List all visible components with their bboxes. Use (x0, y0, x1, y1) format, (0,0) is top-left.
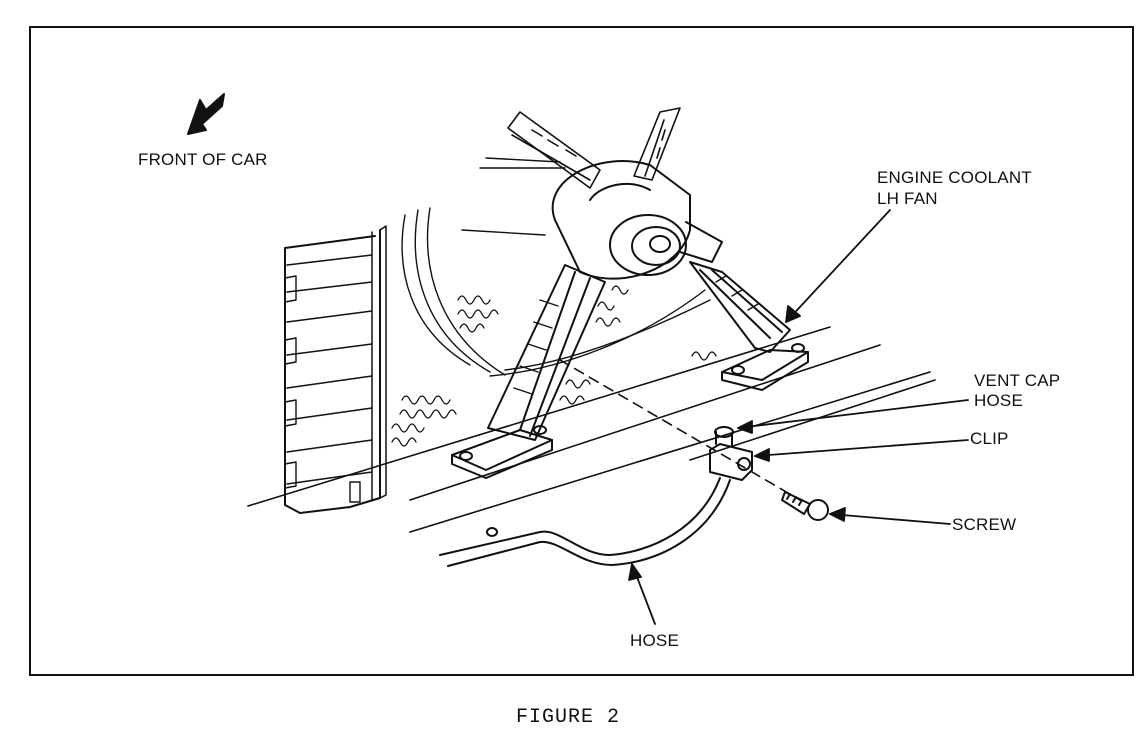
fan-shroud (401, 157, 711, 377)
figure-frame (29, 26, 1134, 676)
front-direction-arrow-icon (187, 93, 225, 135)
hose (439, 477, 731, 567)
fan-motor (551, 160, 723, 280)
screw (781, 491, 829, 521)
hose-label: HOSE (630, 631, 679, 650)
shroud-shading (391, 285, 717, 447)
engine-coolant-fan-label-line2: LH FAN (877, 189, 938, 208)
screw-path-dashed (559, 359, 801, 501)
upper-brackets (507, 107, 681, 189)
clip (709, 426, 753, 481)
radiator (284, 225, 387, 514)
frame-rails (247, 326, 936, 533)
leader-arrows (628, 209, 969, 625)
figure-caption: FIGURE 2 (515, 706, 620, 729)
vent-cap-hose-label-line1: VENT CAP (974, 371, 1061, 390)
right-mount-bracket (689, 261, 809, 391)
vent-cap-hose-label-line2: HOSE (974, 391, 1023, 410)
screw-label: SCREW (952, 515, 1017, 534)
left-mount-bracket (451, 264, 606, 479)
engine-coolant-fan-label-line1: ENGINE COOLANT (877, 168, 1032, 187)
front-of-car-label: FRONT OF CAR (138, 150, 268, 169)
clip-label: CLIP (970, 429, 1009, 448)
